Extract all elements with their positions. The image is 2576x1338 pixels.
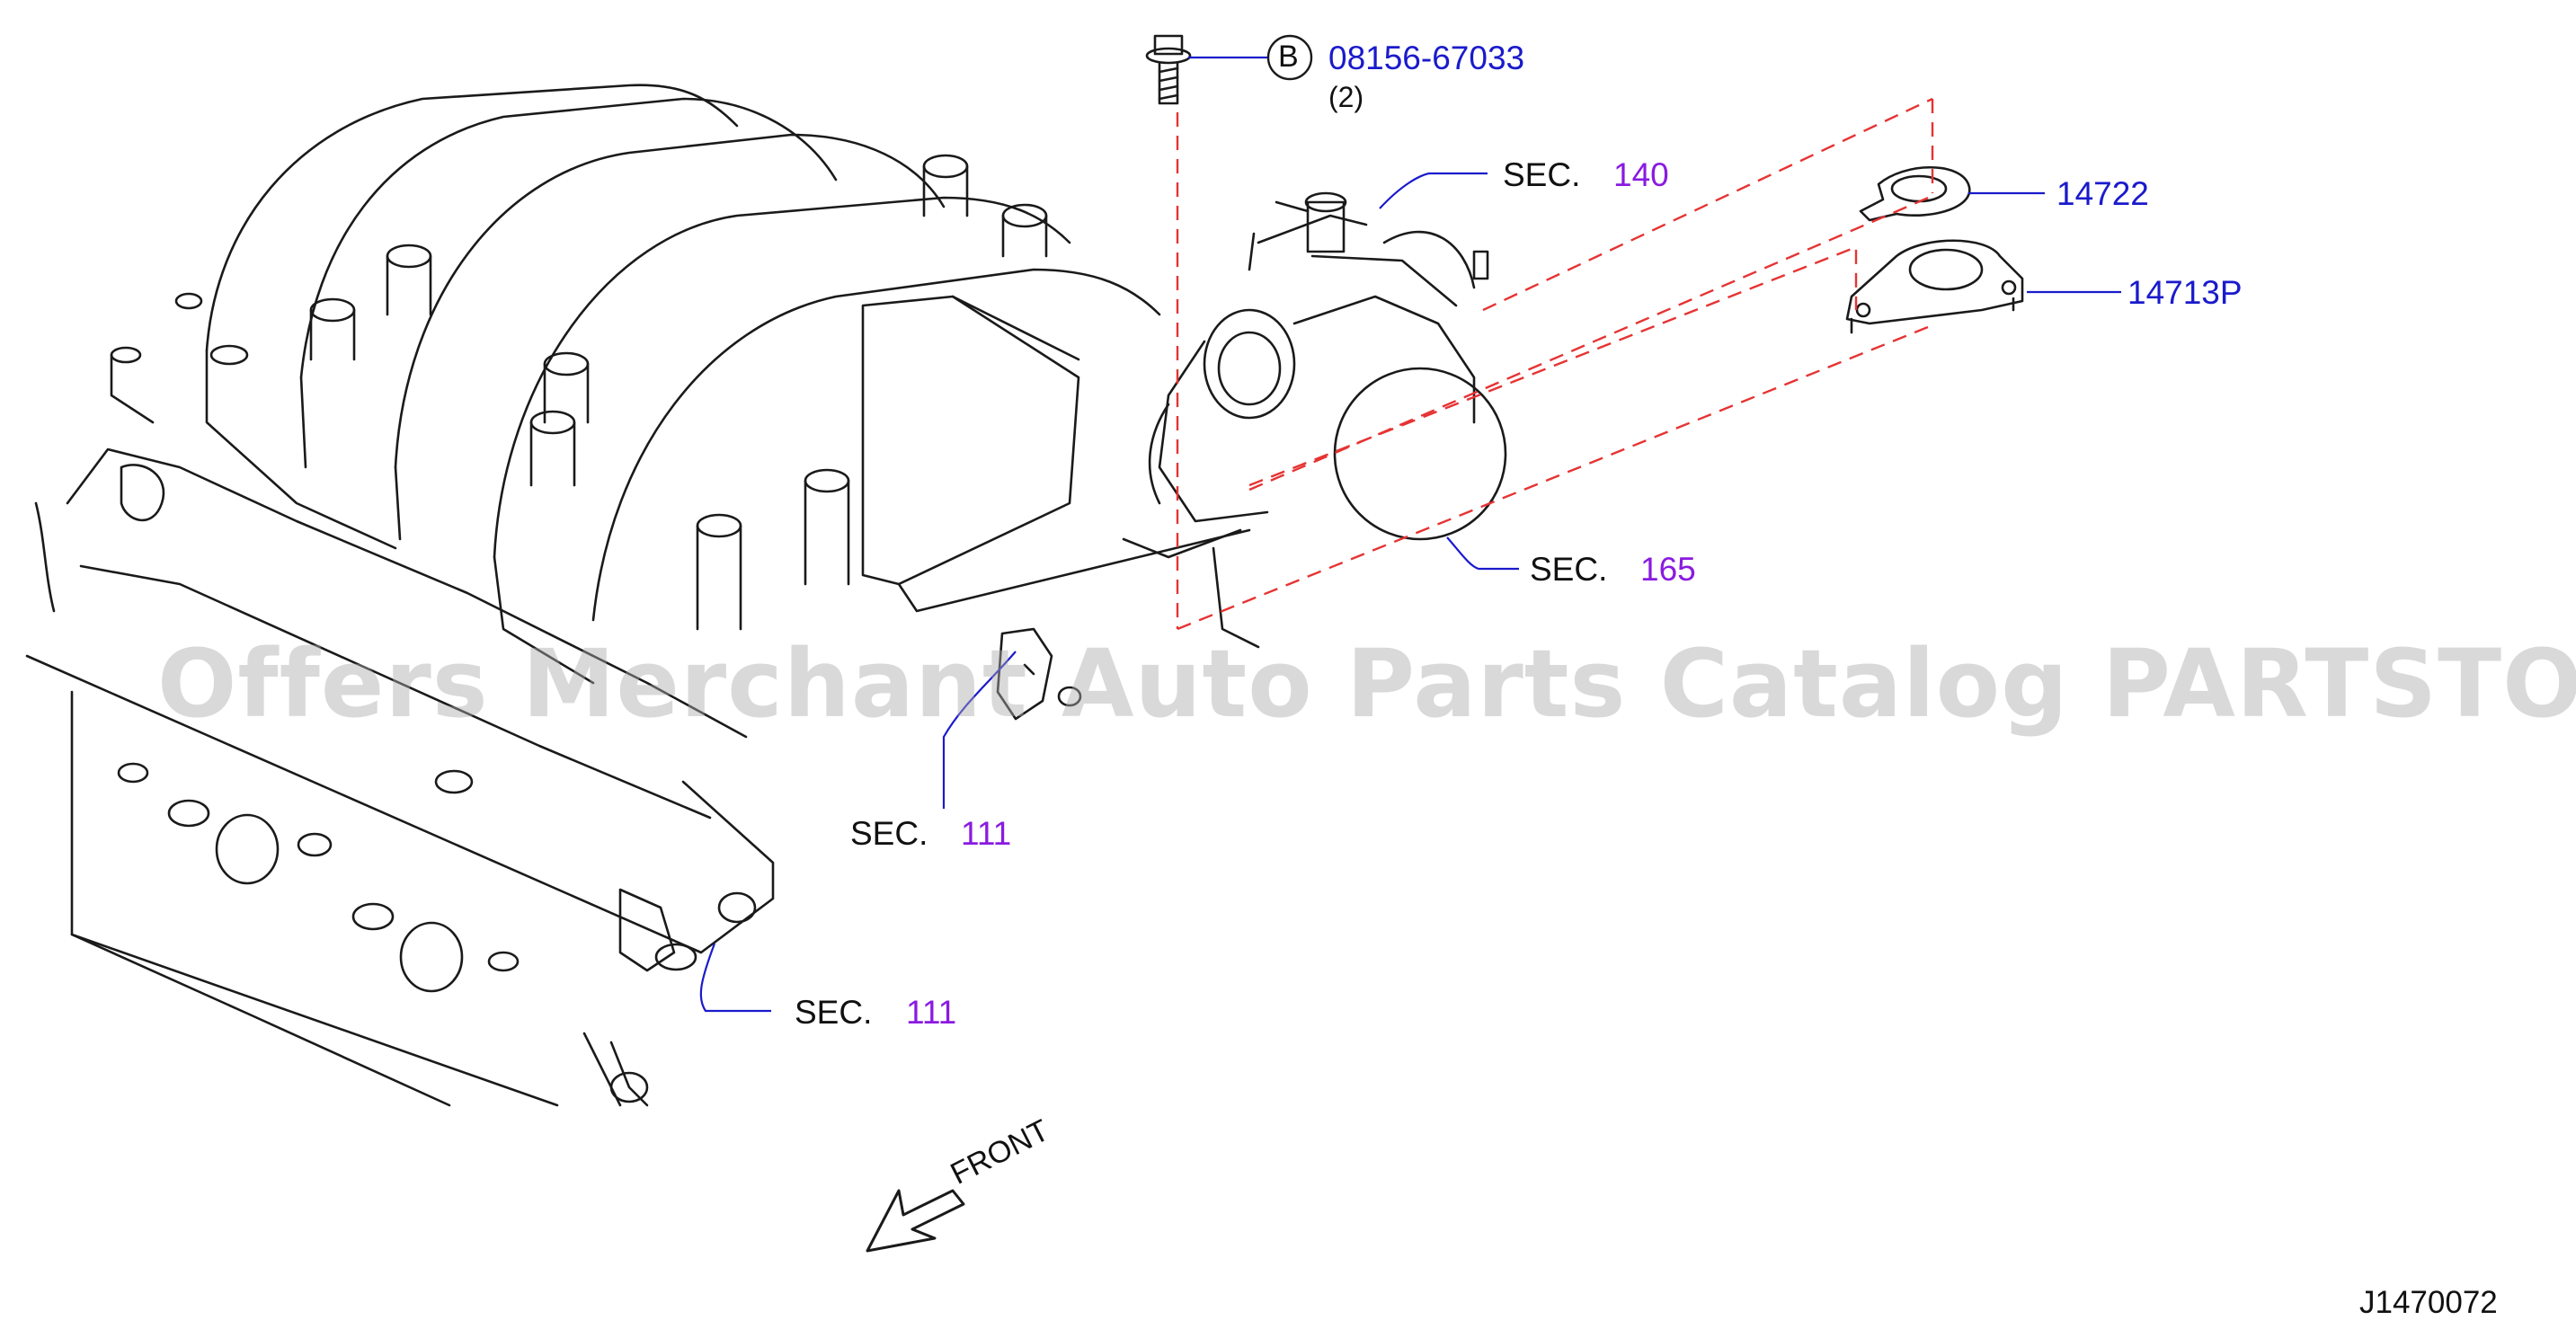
part-08156-67033-link[interactable]: 08156-67033 [1328, 40, 1525, 76]
intake-manifold-drawing [110, 84, 1251, 685]
gasket-14713p-drawing [1845, 239, 2024, 334]
sec-165-prefix: SEC. [1530, 551, 1608, 588]
front-arrow-icon [866, 1189, 965, 1253]
assembly-dashed-lines [1176, 97, 1934, 631]
sec-140-link[interactable]: 140 [1613, 156, 1669, 193]
sec-140-prefix: SEC. [1503, 156, 1581, 193]
gasket-14722-drawing [1859, 165, 1971, 222]
cylinder-head-drawing [25, 447, 775, 1107]
bolt-quantity: (2) [1328, 81, 1364, 113]
badge-circle [1266, 34, 1313, 81]
diagram-id: J1470072 [2359, 1285, 2498, 1320]
leader-lines [699, 34, 2121, 1013]
sec-111-link-b[interactable]: 111 [906, 994, 957, 1031]
sec-111-link-a[interactable]: 111 [961, 815, 1012, 852]
bolt-badge: B [1278, 40, 1299, 74]
sec-165-link[interactable]: 165 [1640, 551, 1696, 588]
injector-bosses [110, 154, 1048, 631]
part-14722-link[interactable]: 14722 [2056, 175, 2149, 212]
sec-111-prefix-b: SEC. [795, 994, 873, 1031]
part-14713p-link[interactable]: 14713P [2127, 274, 2243, 311]
bolt-drawing [1145, 34, 1192, 105]
sec-111-prefix-a: SEC. [850, 815, 928, 852]
sensor-drawing [996, 627, 1082, 721]
throttle-body-drawing [1122, 191, 1507, 649]
